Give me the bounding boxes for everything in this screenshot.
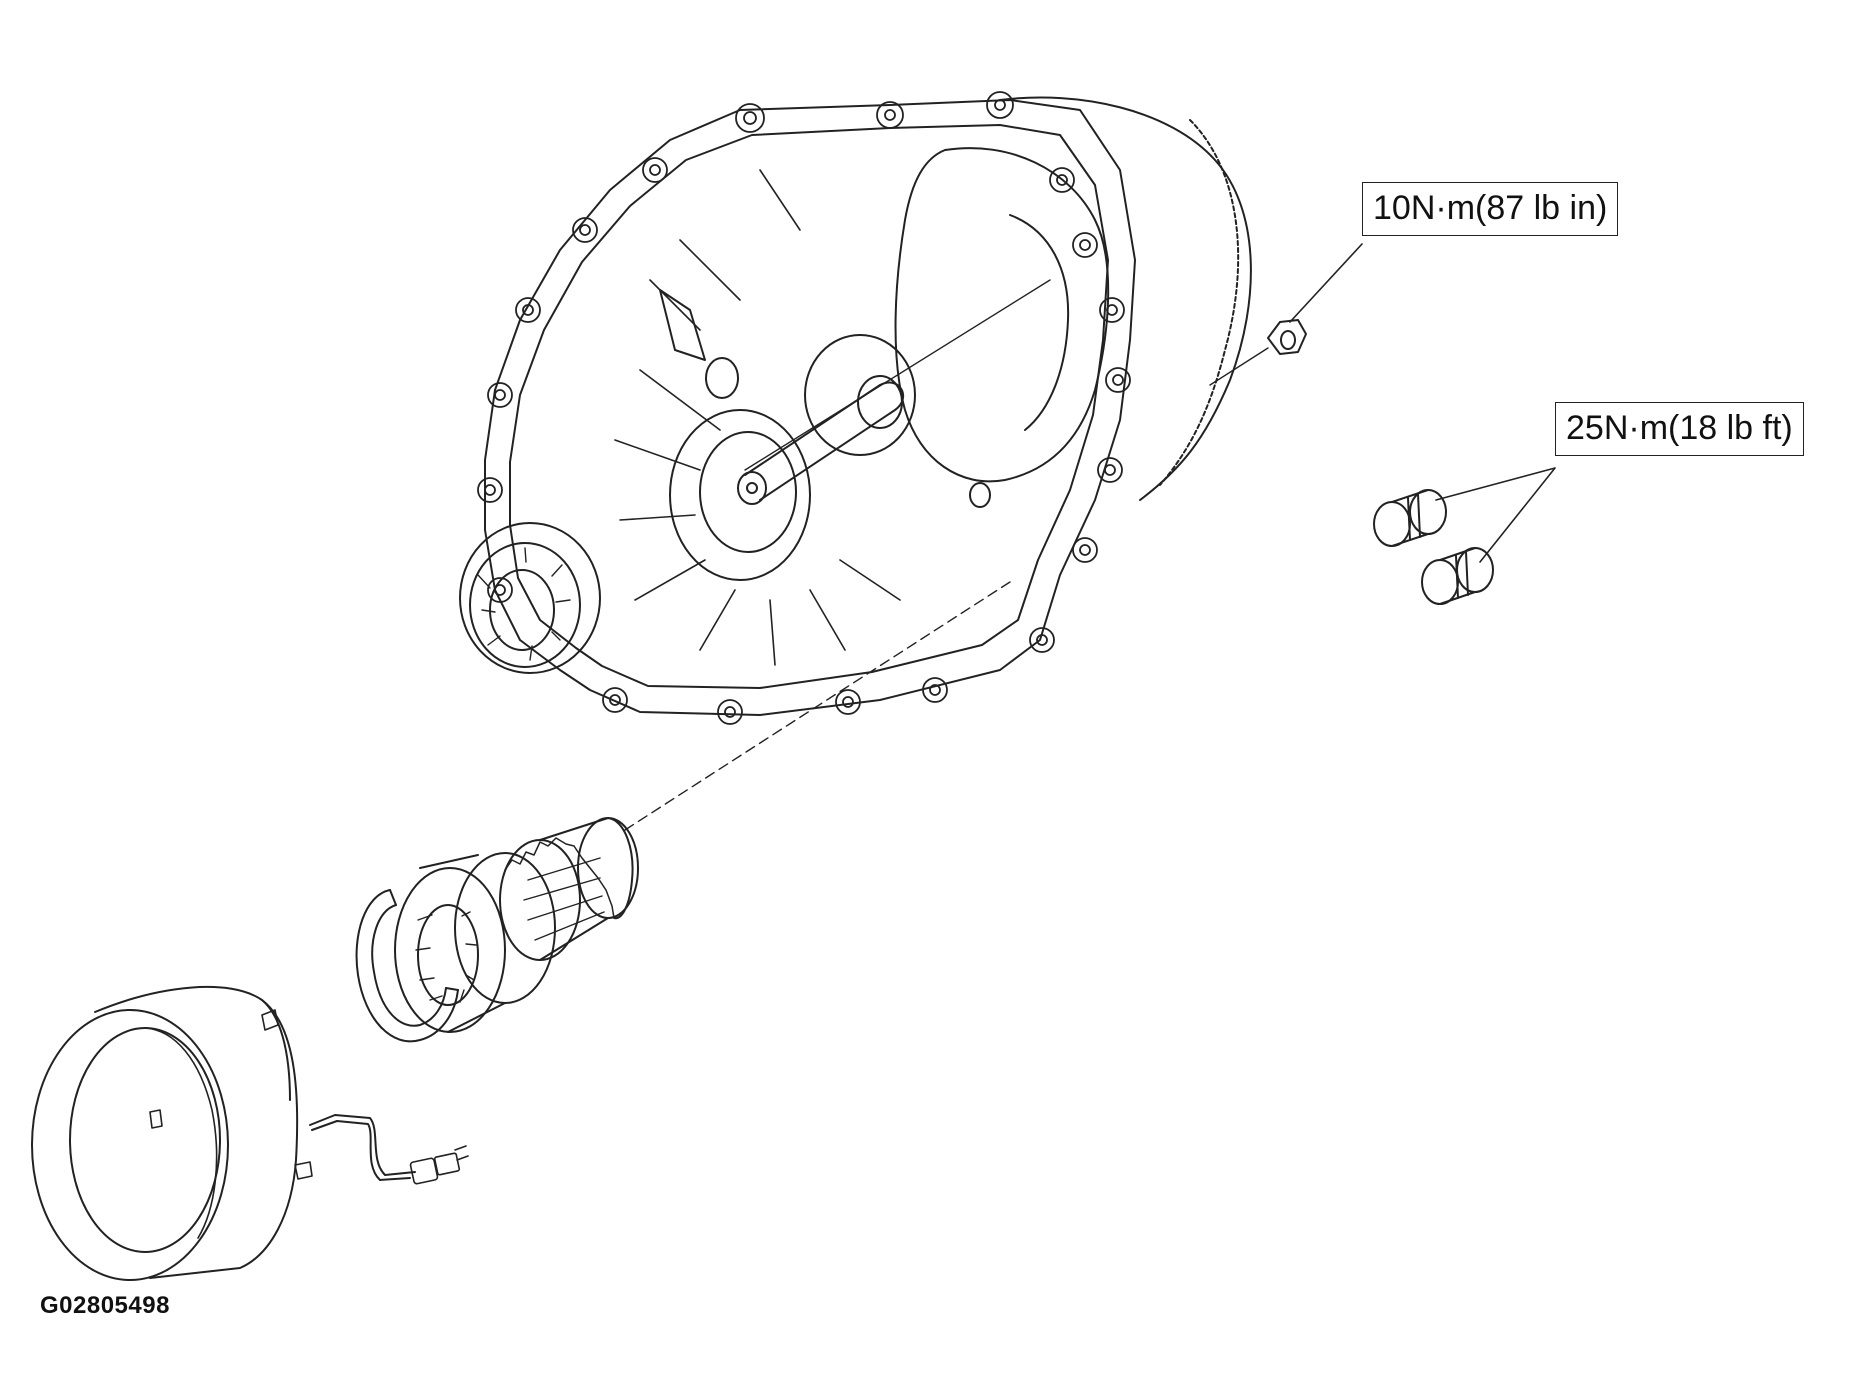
- plug-1: [1373, 489, 1447, 547]
- nut-body: [1267, 319, 1307, 355]
- plugs: [1373, 467, 1556, 605]
- centre-boss: [669, 409, 811, 581]
- coil-harness-wire: [309, 1114, 416, 1181]
- snap-ring-outer: [355, 889, 459, 1043]
- bell-housing-rim: [1159, 119, 1240, 486]
- shift-rod-tip: [746, 482, 758, 494]
- output-bearing-mid: [469, 542, 581, 668]
- clutch-cage: [415, 911, 477, 1003]
- bell-housing-inner: [894, 147, 1110, 483]
- bearing-clutch: [394, 852, 556, 1033]
- coil-body: [94, 985, 299, 1279]
- output-bearing-rollers: [477, 547, 571, 661]
- snap-ring-inner: [371, 904, 447, 1027]
- coil-inner-depth: [144, 1027, 218, 1239]
- clutch-body: [419, 854, 506, 1033]
- output-bearing-inner: [489, 569, 555, 651]
- plug-callout-leader: [1435, 467, 1556, 563]
- coil-front-outer: [31, 1009, 229, 1281]
- nut-leader-line: [1209, 347, 1269, 386]
- bolt-bosses: [477, 91, 1131, 725]
- coil-front-inner: [69, 1027, 221, 1253]
- fork-boss-inner: [857, 375, 903, 429]
- centre-boss-inner: [699, 431, 797, 553]
- plug-torque-callout: 25N·m(18 lb ft): [1555, 402, 1804, 456]
- housing-lug: [659, 289, 706, 361]
- nut-torque-callout: 10N·m(87 lb in): [1362, 182, 1619, 236]
- nut: [1209, 243, 1363, 386]
- nut-hole: [1280, 330, 1296, 350]
- snap-ring-gap: [389, 889, 459, 991]
- shift-rod-end: [737, 471, 767, 505]
- nut-callout-leader: [1289, 243, 1363, 323]
- gear-body: [539, 817, 609, 961]
- plug-2: [1421, 547, 1494, 605]
- centre-line-shaft: [744, 279, 1051, 471]
- snap-ring: [355, 889, 459, 1043]
- housing-inner-cavity: [1009, 214, 1070, 431]
- coil-studs: [149, 1009, 313, 1180]
- gear-centre-line: [624, 581, 1011, 831]
- housing-ribs: [614, 169, 901, 666]
- gear-back: [577, 817, 639, 919]
- figure-code: G02805498: [40, 1292, 170, 1319]
- coil-housing: [31, 985, 469, 1281]
- gear-sleeve: [499, 581, 1011, 961]
- coil-back-rim: [261, 999, 291, 1101]
- clutch-inner: [417, 904, 479, 1006]
- fork-boss: [804, 334, 916, 456]
- coil-connector: [409, 1145, 469, 1185]
- clutch-outer-front: [394, 867, 506, 1033]
- housing-flange-inner: [509, 124, 1109, 689]
- housing: [459, 91, 1252, 725]
- housing-flange-outline: [484, 99, 1136, 716]
- gear-hub: [607, 817, 634, 920]
- output-bearing-outer: [459, 522, 601, 674]
- housing-hole-1: [705, 357, 739, 399]
- gear-splines: [523, 857, 605, 941]
- housing-hole-2: [969, 482, 991, 508]
- bell-housing-outer: [999, 96, 1252, 501]
